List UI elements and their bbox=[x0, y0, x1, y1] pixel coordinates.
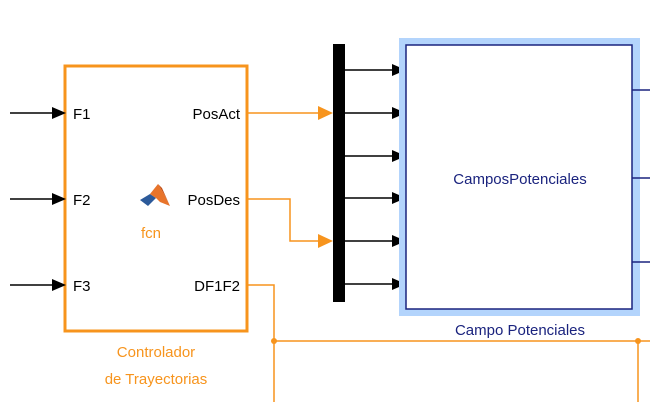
input-port-f3[interactable] bbox=[10, 279, 66, 291]
signal-posdes[interactable] bbox=[248, 198, 333, 248]
subsystem-caption: Campo Potenciales bbox=[455, 322, 585, 339]
input-label-f1: F1 bbox=[73, 106, 91, 123]
output-label-posact: PosAct bbox=[192, 106, 240, 123]
controller-caption-line2: de Trayectorias bbox=[105, 371, 208, 388]
mux-output-signals[interactable] bbox=[345, 64, 406, 290]
matlab-logo-icon bbox=[140, 184, 170, 206]
signal-posact[interactable] bbox=[248, 106, 333, 120]
controller-block-border bbox=[63, 64, 249, 333]
input-port-f2[interactable] bbox=[10, 193, 66, 205]
branch-point bbox=[271, 338, 277, 344]
subsystem-block-border bbox=[405, 44, 633, 310]
subsystem-name: CamposPotenciales bbox=[453, 171, 586, 188]
controller-caption-line1: Controlador bbox=[117, 344, 195, 361]
signal-df1f2[interactable] bbox=[248, 284, 650, 402]
mux-block[interactable] bbox=[333, 44, 345, 302]
subsystem-block[interactable]: CamposPotenciales bbox=[399, 38, 640, 316]
branch-point bbox=[635, 338, 641, 344]
input-label-f2: F2 bbox=[73, 192, 91, 209]
output-label-posdes: PosDes bbox=[187, 192, 240, 209]
input-label-f3: F3 bbox=[73, 278, 91, 295]
input-port-f1[interactable] bbox=[10, 107, 66, 119]
function-name: fcn bbox=[141, 225, 161, 242]
output-label-df1f2: DF1F2 bbox=[194, 278, 240, 295]
controller-block[interactable]: F1 F2 F3 PosAct PosDes DF1F2 fcn bbox=[10, 64, 249, 333]
